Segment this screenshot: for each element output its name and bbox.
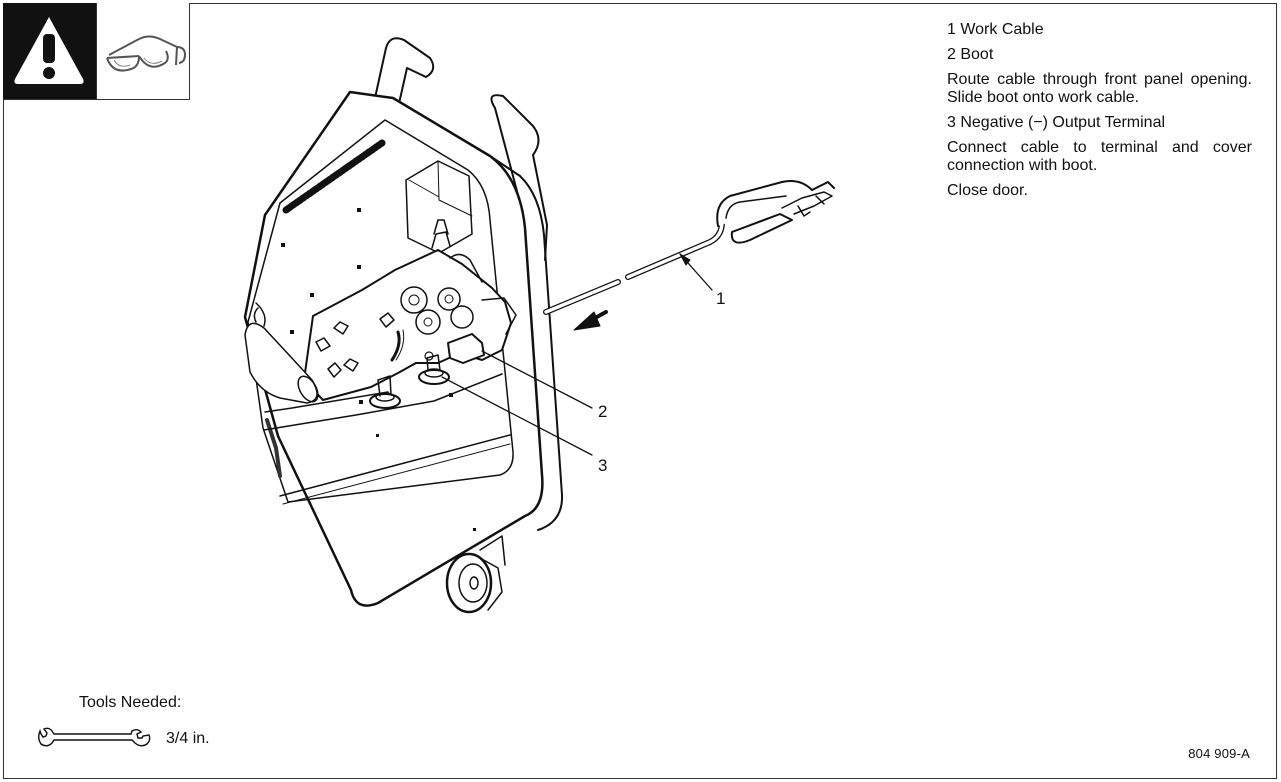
callout-1: 1 — [716, 289, 726, 308]
safety-glasses-icon — [106, 35, 187, 72]
leader-line-2 — [481, 350, 593, 409]
instructions-panel: 1 Work Cable 2 Boot Route cable through … — [947, 21, 1252, 207]
caster-wheel — [445, 535, 506, 614]
direction-arrow — [573, 310, 608, 331]
upper-handle — [374, 37, 435, 109]
vent-strip — [282, 139, 386, 214]
wrench-icon — [38, 727, 151, 747]
spool-hub — [244, 322, 318, 404]
cabinet-front-edge — [489, 155, 564, 531]
leader-line-3 — [441, 376, 593, 456]
warning-symbol-box — [3, 3, 96, 99]
welder-cable-diagram — [243, 37, 835, 614]
page-frame — [3, 3, 1277, 779]
door-opening — [247, 119, 514, 503]
positive-terminal — [369, 375, 401, 409]
boot — [447, 333, 485, 364]
control-box — [405, 160, 473, 254]
tools-needed-label: Tools Needed: — [79, 694, 182, 711]
instruction-route-cable: Route cable through front panel opening.… — [947, 71, 1252, 106]
document-number: 804 909-A — [1188, 746, 1250, 761]
eye-protection-box — [96, 3, 189, 99]
negative-terminal — [418, 351, 450, 385]
work-clamp — [716, 180, 835, 244]
instruction-negative-terminal: 3 Negative (−) Output Terminal — [947, 114, 1166, 131]
instruction-work-cable: 1 Work Cable — [947, 21, 1044, 38]
rear-handle — [490, 94, 548, 261]
instruction-boot: 2 Boot — [947, 46, 994, 63]
callout-2: 2 — [598, 402, 608, 421]
instruction-connect-cable: Connect cable to terminal and cover conn… — [947, 139, 1252, 174]
instruction-close-door: Close door. — [947, 182, 1028, 199]
tools-needed: Tools Needed: 3/4 in. — [37, 694, 277, 764]
safety-symbols — [3, 3, 190, 100]
warning-triangle-icon — [14, 17, 84, 84]
callout-3: 3 — [598, 456, 608, 475]
tool-size-label: 3/4 in. — [166, 730, 210, 747]
